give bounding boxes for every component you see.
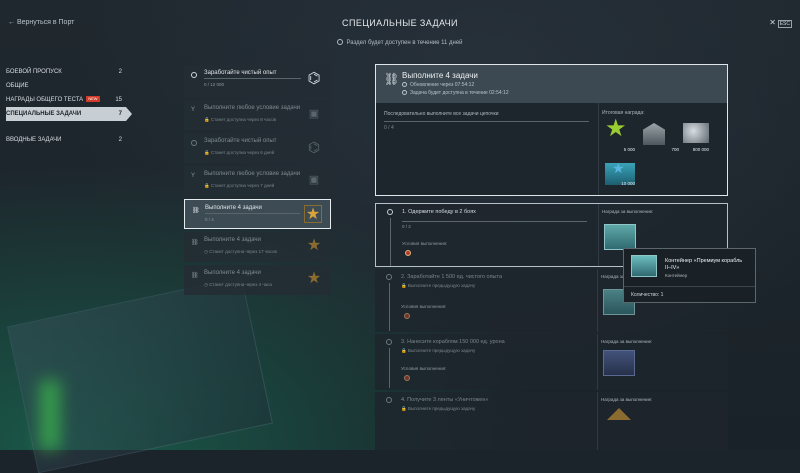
status-circle-icon bbox=[387, 209, 393, 215]
chain-link-icon: ⛓ bbox=[191, 273, 199, 279]
battle-flag-icon bbox=[404, 375, 410, 381]
star-reward-icon: ★ bbox=[306, 237, 322, 254]
lock-desc: 🔒 Станет доступна через 8 часов bbox=[204, 117, 277, 122]
timer-desc: ◷ Станет доступна через 17 часов bbox=[204, 249, 277, 254]
task-list: Заработайте чистый опыт 0 / 12 000 ⌬ Y В… bbox=[184, 65, 331, 298]
subtask-list: 1. Одержите победу в 2 боях 0 / 2 Услови… bbox=[375, 203, 728, 450]
lock-desc: 🔒 Станет доступна через 6 дней bbox=[204, 150, 275, 155]
chain-line bbox=[389, 348, 390, 388]
emblem-reward-icon: ⌬ bbox=[307, 70, 321, 87]
progress-bar bbox=[205, 213, 300, 214]
sidebar-spacer bbox=[6, 121, 126, 133]
blue-star-stack-icon[interactable] bbox=[605, 163, 635, 185]
container-reward-icon[interactable] bbox=[603, 350, 635, 376]
task-card[interactable]: Заработайте чистый опыт 0 / 12 000 ⌬ bbox=[184, 65, 331, 97]
lock-desc: 🔒 Выполните предыдущую задачу bbox=[401, 348, 476, 353]
close-icon[interactable]: ✕ bbox=[769, 18, 776, 27]
chain-link-icon: ⛓ bbox=[192, 208, 200, 214]
reward-tooltip: Контейнер «Премиум корабль II–IV» Контей… bbox=[623, 248, 756, 303]
page-title: СПЕЦИАЛЬНЫЕ ЗАДАЧИ bbox=[342, 18, 458, 28]
status-circle-icon bbox=[386, 397, 392, 403]
esc-key-button[interactable]: ESC bbox=[777, 20, 792, 28]
emblem-reward-icon: ⌬ bbox=[307, 139, 321, 155]
chain-link-icon: ⛓ bbox=[191, 240, 199, 246]
clock-icon bbox=[402, 90, 407, 95]
green-star-icon[interactable]: ★ bbox=[605, 115, 627, 142]
final-reward-section: Итоговая награда: ★ 5 000 700 800 000 ★ … bbox=[598, 103, 727, 195]
status-circle-icon bbox=[191, 72, 197, 78]
battle-flag-icon bbox=[404, 313, 410, 319]
lock-desc: 🔒 Станет доступна через 7 дней bbox=[204, 183, 275, 188]
blue-star-icon: ★ bbox=[612, 160, 625, 176]
new-badge: NEW bbox=[86, 96, 100, 102]
header: ← Вернуться в Порт СПЕЦИАЛЬНЫЕ ЗАДАЧИ Ра… bbox=[0, 0, 800, 60]
container-reward-icon[interactable] bbox=[604, 224, 636, 250]
clock-icon bbox=[337, 39, 344, 45]
silver-credits-icon[interactable] bbox=[683, 123, 709, 143]
tooltip-divider bbox=[624, 286, 755, 287]
task-detail-panel: ⛓ Выполните 4 задачи Обновление через 07… bbox=[375, 64, 728, 196]
subtask-item[interactable]: 3. Нанесите кораблям 150 000 ед. урона 🔒… bbox=[375, 334, 728, 390]
task-card-selected[interactable]: ⛓ Выполните 4 задачи 0 / 4 ★ bbox=[184, 199, 331, 229]
status-circle-icon bbox=[191, 140, 197, 146]
task-card[interactable]: Y Выполните любое условие задачи 🔒 Стане… bbox=[184, 166, 331, 196]
subtask-item[interactable]: 4. Получите 3 ленты «Уничтожен» 🔒 Выполн… bbox=[375, 392, 728, 450]
status-circle-icon bbox=[386, 274, 392, 280]
task-card[interactable]: Y Выполните любое условие задачи 🔒 Стане… bbox=[184, 100, 331, 130]
star-reward-icon: ★ bbox=[306, 270, 322, 287]
chain-line bbox=[390, 218, 391, 266]
sidebar-item-general[interactable]: ОБЩИЕ bbox=[6, 83, 29, 89]
progress-bar bbox=[384, 121, 589, 122]
task-detail-header: ⛓ Выполните 4 задачи Обновление через 07… bbox=[376, 65, 727, 103]
progress-bar bbox=[402, 221, 587, 222]
branch-icon: Y bbox=[191, 107, 196, 113]
task-detail-description: Последовательно выполните все задачи цеп… bbox=[384, 111, 589, 131]
chain-line bbox=[389, 283, 390, 331]
status-circle-icon bbox=[386, 339, 392, 345]
branch-icon: Y bbox=[191, 173, 196, 179]
refresh-icon bbox=[402, 82, 407, 87]
battle-flag-icon bbox=[405, 250, 411, 256]
timer-desc: ◷ Станет доступна через 4 часа bbox=[204, 282, 272, 287]
star-reward-icon: ★ bbox=[304, 205, 322, 223]
container-reward-icon: ▣ bbox=[308, 108, 320, 120]
lock-desc: 🔒 Выполните предыдущую задачу bbox=[401, 406, 476, 411]
lock-desc: 🔒 Выполните предыдущую задачу bbox=[401, 283, 476, 288]
task-card[interactable]: Заработайте чистый опыт 🔒 Станет доступн… bbox=[184, 133, 331, 163]
task-card[interactable]: ⛓ Выполните 4 задачи ◷ Станет доступна ч… bbox=[184, 265, 331, 295]
background-glow bbox=[40, 380, 60, 450]
task-card[interactable]: ⛓ Выполните 4 задачи ◷ Станет доступна ч… bbox=[184, 232, 331, 262]
container-thumbnail-icon bbox=[631, 255, 657, 277]
progress-bar bbox=[204, 78, 301, 79]
flag-emblem-icon[interactable] bbox=[643, 123, 665, 145]
container-reward-icon: ▣ bbox=[308, 174, 320, 186]
section-availability: Раздел будет доступен в течение 11 дней bbox=[0, 39, 800, 46]
chain-link-icon: ⛓ bbox=[384, 72, 400, 86]
back-to-port-link[interactable]: ← Вернуться в Порт bbox=[8, 19, 75, 26]
